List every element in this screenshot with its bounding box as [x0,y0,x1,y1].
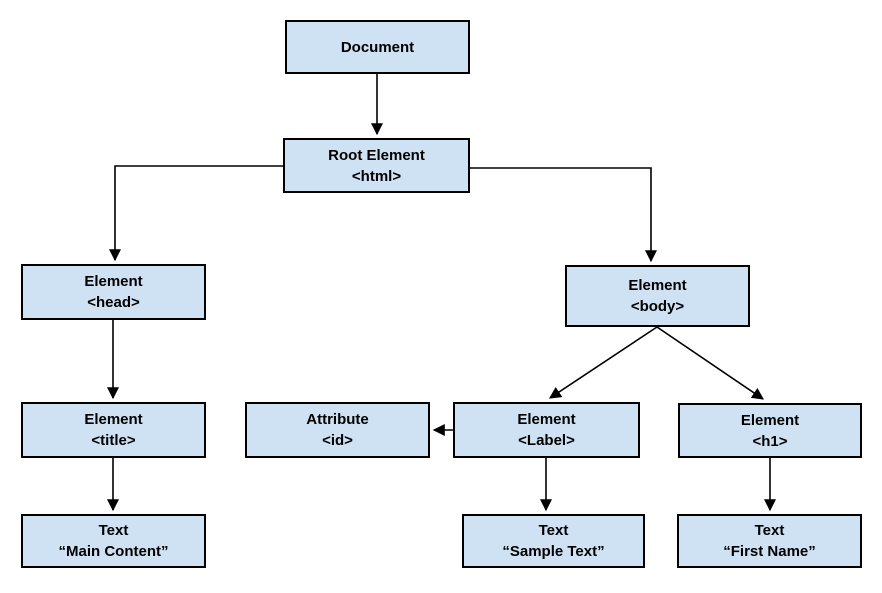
node-text-first-name: Text “First Name” [677,514,862,568]
node-document: Document [285,20,470,74]
node-head-label: Element [84,273,143,290]
node-document-label: Document [340,38,415,56]
node-h1-tag: <h1> [752,432,788,450]
node-h1-label: Element [740,411,800,429]
node-text-first-value: “First Name” [723,543,816,560]
node-text-sample-value: “Sample Text” [502,543,605,560]
node-attribute-label: Attribute [306,411,369,428]
arrow-body-to-label [549,326,658,399]
node-text-first-label: Text [754,522,785,539]
node-element-title: Element <title> [21,402,206,458]
node-element-body: Element <body> [565,265,750,327]
node-root-element-html: Root Element <html> [283,138,470,193]
node-element-head: Element <head> [21,264,206,320]
node-text-sample-label: Text [538,522,569,539]
node-text-main-label: Text [98,522,129,539]
node-title-tag: <title> [91,432,136,449]
node-text-main-content: Text “Main Content” [21,514,206,568]
node-element-label: Element <Label> [453,402,640,458]
arrow-body-to-h1 [656,326,764,400]
node-root-label: Root Element [328,146,425,164]
node-root-tag: <html> [351,167,402,185]
node-body-label: Element [628,277,687,294]
node-body-tag: <body> [630,298,685,315]
arrow-root-to-head [109,165,283,262]
node-label-label: Element [517,411,576,428]
node-element-h1: Element <h1> [678,403,862,458]
node-text-main-value: “Main Content” [58,543,169,560]
arrow-root-to-body [470,167,657,263]
node-head-tag: <head> [87,294,140,311]
node-label-tag: <Label> [518,432,575,449]
node-attribute-id: Attribute <id> [245,402,430,458]
node-title-label: Element [84,411,143,428]
node-attribute-tag: <id> [322,432,353,449]
node-text-sample-text: Text “Sample Text” [462,514,645,568]
